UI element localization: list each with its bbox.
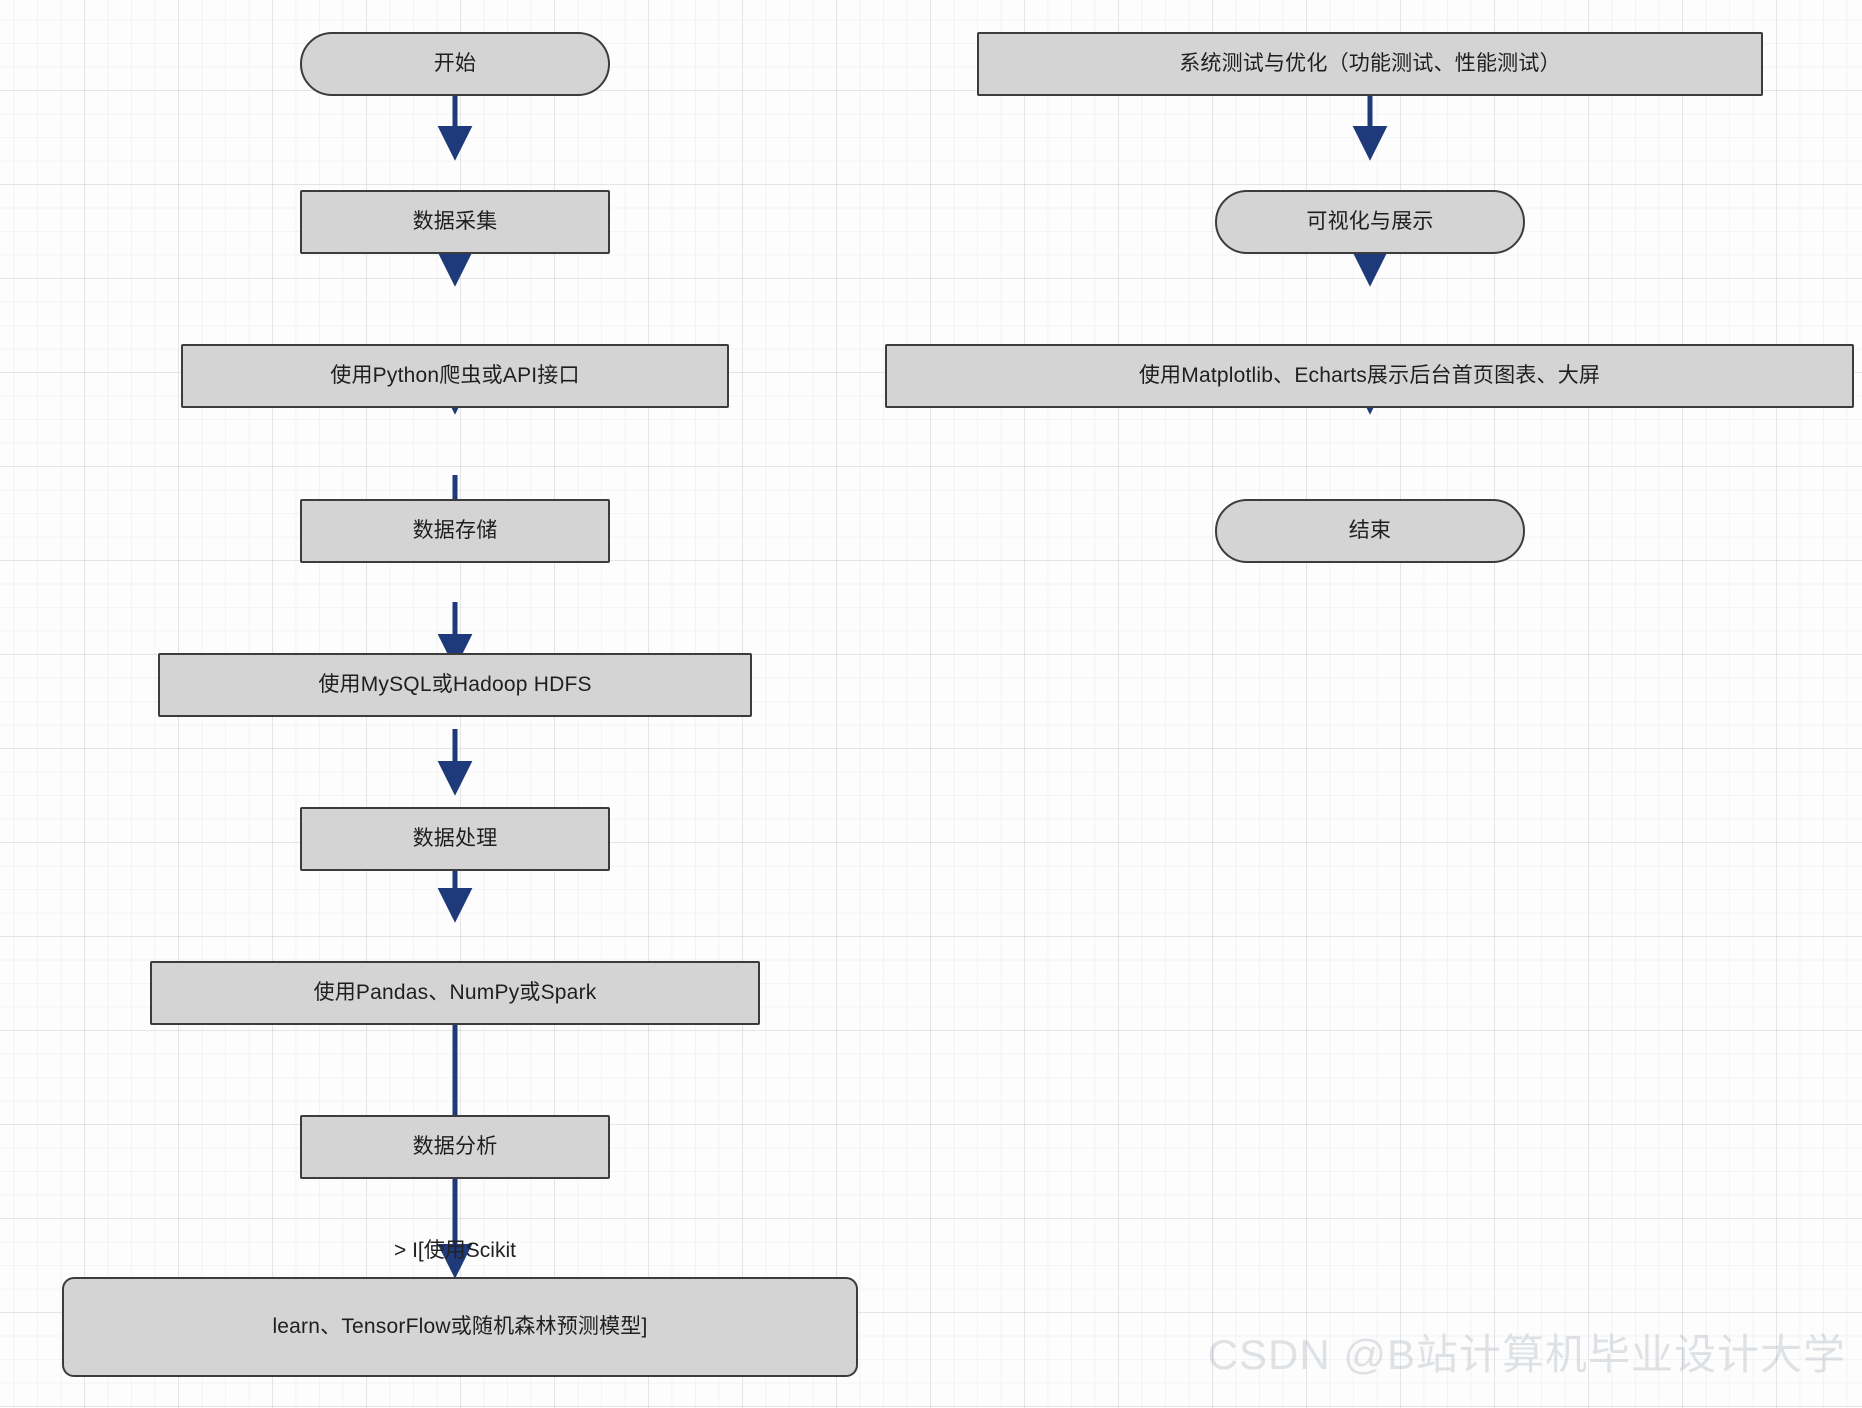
node-label: 数据处理	[412, 827, 498, 851]
node-label: 使用Matplotlib、Echarts展示后台首页图表、大屏	[1138, 364, 1601, 388]
node-data-storage[interactable]: 数据存储	[300, 499, 610, 563]
node-data-analysis[interactable]: 数据分析	[300, 1115, 610, 1179]
node-storage-tools[interactable]: 使用MySQL或Hadoop HDFS	[158, 653, 752, 717]
node-visualization-tools[interactable]: 使用Matplotlib、Echarts展示后台首页图表、大屏	[885, 344, 1854, 408]
node-label: learn、TensorFlow或随机森林预测模型]	[272, 1315, 648, 1339]
node-label: 数据采集	[412, 210, 498, 234]
node-label: 使用MySQL或Hadoop HDFS	[318, 673, 592, 697]
node-data-processing[interactable]: 数据处理	[300, 807, 610, 871]
csdn-watermark: CSDN @B站计算机毕业设计大学	[1207, 1331, 1846, 1378]
node-data-collection[interactable]: 数据采集	[300, 190, 610, 254]
node-label: 数据分析	[412, 1135, 498, 1159]
node-system-testing[interactable]: 系统测试与优化（功能测试、性能测试）	[977, 32, 1763, 96]
node-prediction-model[interactable]: learn、TensorFlow或随机森林预测模型]	[62, 1277, 858, 1377]
node-processing-tools[interactable]: 使用Pandas、NumPy或Spark	[150, 961, 760, 1025]
node-end[interactable]: 结束	[1215, 499, 1525, 563]
node-label: 结束	[1348, 519, 1392, 543]
node-label: 使用Python爬虫或API接口	[330, 364, 580, 388]
edge-label-scikit: > I[使用Scikit	[394, 1239, 516, 1262]
node-collection-tools[interactable]: 使用Python爬虫或API接口	[181, 344, 729, 408]
node-label: 使用Pandas、NumPy或Spark	[313, 981, 597, 1005]
node-visualization[interactable]: 可视化与展示	[1215, 190, 1525, 254]
node-label: 数据存储	[412, 519, 498, 543]
node-start[interactable]: 开始	[300, 32, 610, 96]
node-label: 系统测试与优化（功能测试、性能测试）	[1179, 52, 1561, 76]
node-label: 开始	[433, 52, 477, 76]
node-label: 可视化与展示	[1306, 210, 1434, 234]
